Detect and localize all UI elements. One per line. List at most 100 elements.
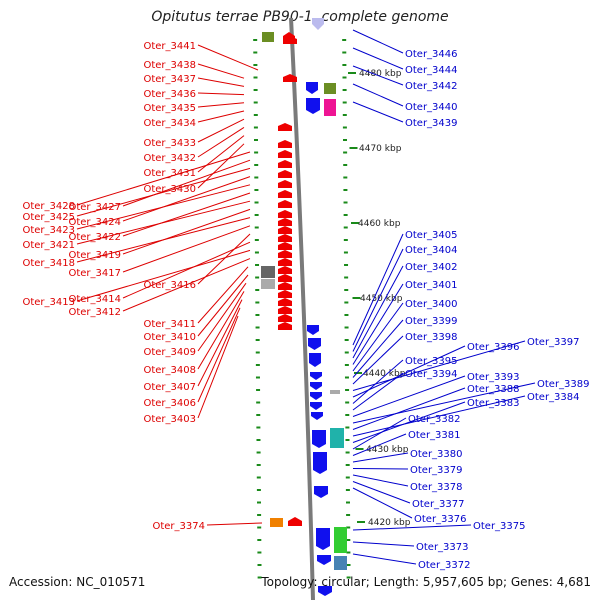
right-gene-label: Oter_3440 [405,102,458,113]
left-label-leader [76,167,251,217]
left-label-leader [197,110,245,123]
forward-gene-arrow [283,74,297,82]
left-gene-label: Oter_3417 [68,268,121,279]
left-gene-label: Oter_3427 [68,202,121,213]
gene-block-teal [330,428,344,448]
left-gene-label: Oter_3434 [143,118,196,129]
right-label-leader [352,248,404,352]
gene-block-orange [270,518,283,527]
forward-gene-arrow [278,274,292,282]
right-label-leader [352,395,526,437]
scale-label: 4430 kbp [366,445,409,455]
reverse-gene-arrow [312,430,326,448]
right-gene-label: Oter_3379 [410,465,463,476]
genome-backbone [289,17,315,600]
left-gene-label: Oter_3413 [22,297,75,308]
left-label-leader [76,200,251,245]
right-gene-label: Oter_3402 [405,262,458,273]
left-gene-label: Oter_3423 [22,225,75,236]
forward-gene-arrow [278,180,292,188]
left-gene-label: Oter_3407 [143,382,196,393]
left-gene-label: Oter_3412 [68,307,121,318]
reverse-gene-arrow [306,82,318,94]
left-label-leader [197,266,249,324]
left-gene-label: Oter_3438 [143,60,196,71]
right-label-leader [352,487,413,519]
right-gene-label: Oter_3444 [405,65,458,76]
left-label-leader [197,92,245,96]
right-label-leader [352,474,409,487]
forward-gene-arrow [278,314,292,322]
left-label-leader [197,44,259,71]
left-label-leader [206,522,263,526]
reverse-gene-arrow [314,486,328,498]
left-label-leader [76,151,251,206]
right-label-leader [352,233,404,346]
left-gene-label: Oter_3419 [68,250,121,261]
left-label-leader [197,282,247,352]
right-gene-label: Oter_3439 [405,118,458,129]
left-label-leader [122,192,251,237]
left-label-leader [122,208,251,255]
forward-gene-arrow [283,32,295,42]
right-gene-label: Oter_3442 [405,81,458,92]
forward-gene-arrow [278,226,292,234]
left-gene-label: Oter_3424 [68,217,121,228]
right-label-leader [352,101,404,123]
right-label-leader [352,47,404,70]
reverse-gene-arrow [310,382,322,390]
right-label-leader [352,433,407,456]
right-gene-label: Oter_3398 [405,332,458,343]
left-gene-label: Oter_3416 [143,280,196,291]
left-gene-label: Oter_3436 [143,89,196,100]
left-gene-label: Oter_3403 [143,414,196,425]
left-label-leader [76,249,251,302]
right-label-leader [352,382,536,424]
right-label-leader [352,481,411,504]
left-gene-label: Oter_3437 [143,74,196,85]
right-gene-label: Oter_3388 [467,384,520,395]
forward-gene-arrow [278,290,292,298]
right-gene-label: Oter_3405 [405,230,458,241]
gene-block-green [334,527,347,553]
reverse-gene-arrow [310,402,322,410]
forward-gene-arrow [278,234,292,242]
reverse-gene-arrow [308,338,321,350]
forward-gene-arrow [278,322,292,330]
left-label-leader [197,126,245,158]
left-gene-label: Oter_3409 [143,347,196,358]
right-gene-label: Oter_3377 [412,499,465,510]
right-label-leader [352,452,409,463]
right-label-leader [352,401,466,443]
left-label-leader [122,225,251,273]
left-label-leader [122,176,251,222]
left-gene-label: Oter_3428 [22,201,75,212]
scale-label: 4480 kbp [359,69,402,79]
right-label-leader [352,553,417,565]
left-label-leader [197,307,241,403]
gene-block-olive [262,32,274,42]
forward-gene-arrow [278,200,292,208]
right-gene-label: Oter_3446 [405,49,458,60]
right-label-leader [352,335,404,385]
forward-gene-arrow [278,298,292,306]
right-gene-label: Oter_3378 [410,482,463,493]
right-gene-label: Oter_3384 [527,392,580,403]
forward-gene-arrow [278,170,292,178]
right-gene-label: Oter_3373 [416,542,469,553]
left-gene-label: Oter_3411 [143,319,196,330]
right-label-leader [352,375,466,417]
left-label-leader [197,102,245,108]
left-label-leader [76,217,251,263]
left-label-leader [197,274,249,337]
forward-gene-arrow [278,140,292,148]
right-gene-label: Oter_3380 [410,449,463,460]
right-gene-label: Oter_3393 [467,372,520,383]
right-gene-label: Oter_3399 [405,316,458,327]
right-gene-label: Oter_3401 [405,280,458,291]
scale-label: 4440 kbp [363,369,406,379]
right-gene-label: Oter_3372 [418,560,471,571]
right-gene-label: Oter_3376 [414,514,467,525]
forward-gene-arrow [278,258,292,266]
